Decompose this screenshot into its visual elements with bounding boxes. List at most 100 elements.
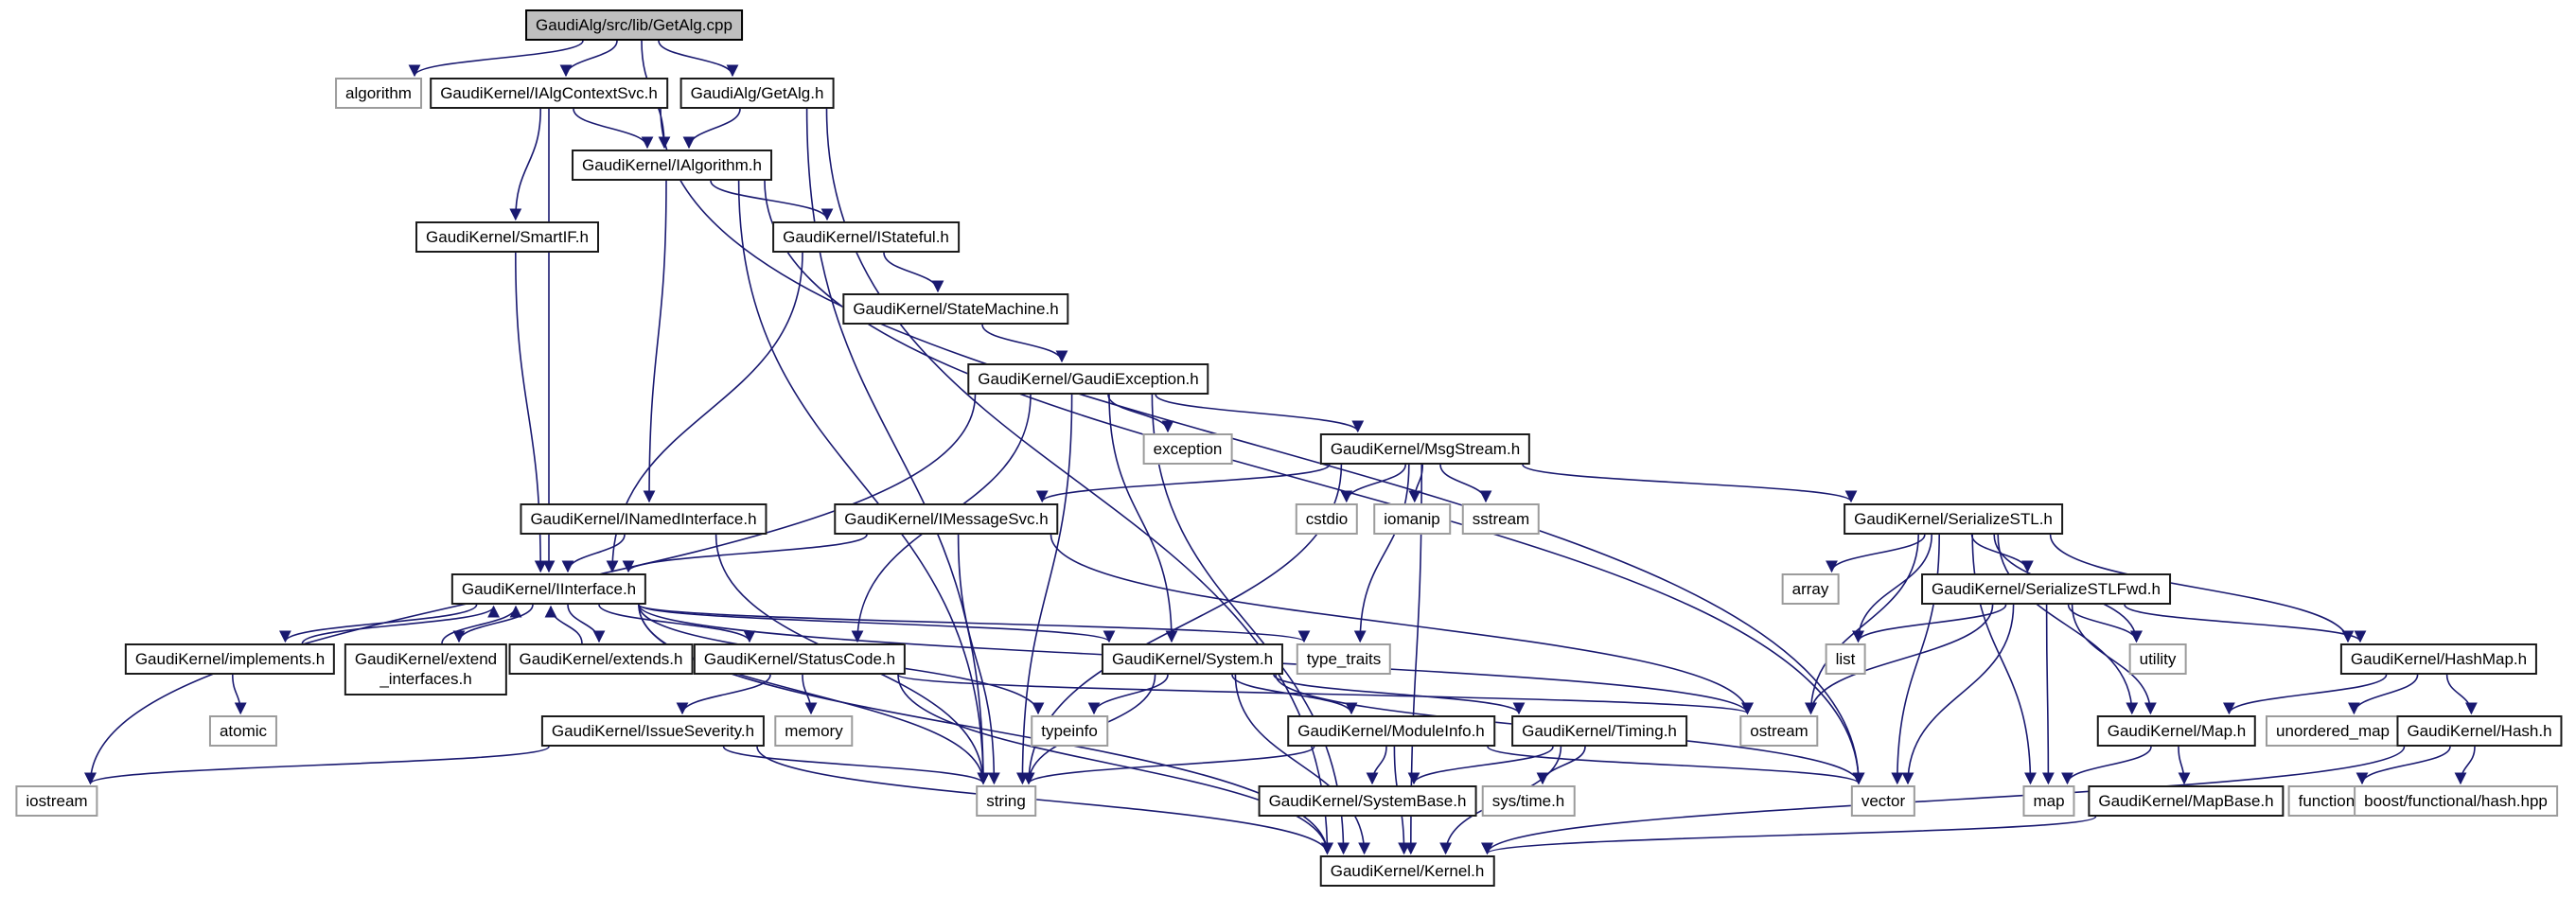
node-serializestl[interactable]: GaudiKernel/SerializeSTL.h bbox=[1844, 503, 2063, 536]
edge-iinterface-to-system bbox=[638, 604, 1116, 643]
edge-statemachine-to-gaudiexception bbox=[981, 324, 1068, 363]
node-utility: utility bbox=[2128, 643, 2187, 676]
edge-serializestlfwd-to-list bbox=[1852, 604, 2007, 643]
node-system[interactable]: GaudiKernel/System.h bbox=[1101, 643, 1284, 676]
edge-ialgorithm-to-istateful bbox=[710, 180, 834, 221]
node-imessagesvc[interactable]: GaudiKernel/IMessageSvc.h bbox=[834, 503, 1059, 536]
edge-issueseverity-to-iostream bbox=[84, 746, 550, 785]
node-istateful[interactable]: GaudiKernel/IStateful.h bbox=[772, 221, 960, 254]
edge-map_h-to-map_std bbox=[2061, 746, 2152, 785]
edge-map_h-to-mapbase bbox=[2178, 746, 2191, 785]
edge-imessagesvc-to-ostream bbox=[1050, 534, 1754, 715]
node-extends[interactable]: GaudiKernel/extends.h bbox=[508, 643, 694, 676]
edge-hashmap-to-unordered_map bbox=[2347, 674, 2419, 715]
node-issueseverity[interactable]: GaudiKernel/IssueSeverity.h bbox=[540, 715, 766, 748]
node-iostream: iostream bbox=[15, 785, 98, 818]
edge-hash-to-kernel bbox=[1481, 746, 2406, 855]
node-gaudiexception[interactable]: GaudiKernel/GaudiException.h bbox=[967, 363, 1209, 396]
edge-serializestlfwd-to-map_h bbox=[2071, 604, 2157, 715]
edge-iinterface-to-string bbox=[638, 604, 990, 785]
node-mapbase[interactable]: GaudiKernel/MapBase.h bbox=[2088, 785, 2285, 818]
node-timing[interactable]: GaudiKernel/Timing.h bbox=[1511, 715, 1687, 748]
node-typeinfo: typeinfo bbox=[1031, 715, 1108, 748]
edge-gaudiexception-to-msgstream bbox=[1155, 394, 1365, 433]
edge-gaudiexception-to-system bbox=[1108, 394, 1178, 643]
node-getalg_h[interactable]: GaudiAlg/GetAlg.h bbox=[679, 78, 835, 110]
node-atomic: atomic bbox=[208, 715, 278, 748]
edge-msgstream-to-cstdio bbox=[1340, 464, 1406, 503]
node-sys_time: sys/time.h bbox=[1481, 785, 1576, 818]
edge-moduleinfo-to-vector bbox=[1487, 746, 1865, 785]
node-type_traits: type_traits bbox=[1296, 643, 1392, 676]
edge-msgstream-to-sstream bbox=[1439, 464, 1492, 503]
node-cstdio: cstdio bbox=[1295, 503, 1359, 536]
edge-implements-to-atomic bbox=[232, 674, 247, 715]
node-statuscode[interactable]: GaudiKernel/StatusCode.h bbox=[693, 643, 907, 676]
node-unordered_map: unordered_map bbox=[2265, 715, 2401, 748]
edge-ialgcontextsvc-to-vector bbox=[660, 108, 1865, 785]
edge-msgstream-to-iomanip bbox=[1408, 464, 1423, 503]
node-ialgorithm[interactable]: GaudiKernel/IAlgorithm.h bbox=[572, 150, 772, 182]
edge-msgstream-to-imessagesvc bbox=[1035, 464, 1331, 503]
node-iinterface[interactable]: GaudiKernel/IInterface.h bbox=[450, 573, 647, 606]
edge-gaudiexception-to-exception bbox=[1107, 394, 1174, 433]
edge-getalg_h-to-ialgorithm bbox=[682, 108, 741, 150]
edge-imessagesvc-to-string bbox=[957, 534, 1000, 785]
edge-issueseverity-to-string bbox=[722, 746, 990, 785]
node-inamedinterface[interactable]: GaudiKernel/INamedInterface.h bbox=[520, 503, 768, 536]
node-statemachine[interactable]: GaudiKernel/StateMachine.h bbox=[842, 293, 1069, 326]
node-msgstream[interactable]: GaudiKernel/MsgStream.h bbox=[1319, 433, 1531, 466]
edge-statuscode-to-kernel bbox=[897, 674, 1333, 855]
edge-getalg_cpp-to-ialgcontextsvc bbox=[559, 40, 618, 78]
edge-serializestl-to-list bbox=[1852, 534, 1932, 643]
node-sstream: sstream bbox=[1461, 503, 1541, 536]
edge-moduleinfo-to-systembase bbox=[1366, 746, 1387, 785]
node-extend_interfaces[interactable]: GaudiKernel/extend _interfaces.h bbox=[344, 643, 508, 696]
edge-system-to-timing bbox=[1273, 674, 1526, 715]
node-serializestlfwd[interactable]: GaudiKernel/SerializeSTLFwd.h bbox=[1921, 573, 2171, 606]
edge-serializestl-to-map_h bbox=[1997, 534, 2139, 715]
node-memory: memory bbox=[774, 715, 854, 748]
edge-serializestlfwd-to-vector bbox=[1901, 604, 2015, 785]
node-systembase[interactable]: GaudiKernel/SystemBase.h bbox=[1258, 785, 1477, 818]
node-moduleinfo[interactable]: GaudiKernel/ModuleInfo.h bbox=[1287, 715, 1495, 748]
edge-timing-to-systembase bbox=[1407, 746, 1554, 785]
node-implements[interactable]: GaudiKernel/implements.h bbox=[124, 643, 336, 676]
edge-gaudiexception-to-string bbox=[1015, 394, 1073, 785]
edge-serializestlfwd-to-ostream bbox=[1805, 604, 1994, 715]
edge-extends-to-iinterface bbox=[544, 605, 583, 644]
edge-imessagesvc-to-iinterface bbox=[622, 534, 868, 573]
edge-hashmap-to-hash bbox=[2445, 674, 2478, 715]
edge-serializestl-to-hashmap bbox=[2049, 534, 2355, 643]
node-map_h[interactable]: GaudiKernel/Map.h bbox=[2096, 715, 2257, 748]
edge-getalg_cpp-to-getalg_h bbox=[658, 40, 739, 78]
node-hash[interactable]: GaudiKernel/Hash.h bbox=[2396, 715, 2563, 748]
edge-hash-to-boost_hash bbox=[2454, 746, 2476, 785]
edge-hashmap-to-map_h bbox=[2222, 674, 2388, 715]
edge-ialgorithm-to-vector bbox=[764, 180, 1865, 785]
node-exception: exception bbox=[1142, 433, 1233, 466]
edge-statuscode-to-ostream bbox=[897, 674, 1754, 715]
node-algorithm: algorithm bbox=[335, 78, 422, 110]
edge-gaudiexception-to-kernel bbox=[1151, 394, 1350, 855]
edge-msgstream-to-serializestl bbox=[1522, 464, 1858, 503]
edge-extend_interfaces-to-iinterface bbox=[441, 605, 522, 644]
edge-ialgcontextsvc-to-smartif bbox=[509, 108, 541, 221]
edge-istateful-to-statemachine bbox=[883, 252, 944, 293]
node-boost_hash: boost/functional/hash.hpp bbox=[2354, 785, 2558, 818]
edge-ialgorithm-to-inamedinterface bbox=[643, 180, 667, 503]
edge-serializestl-to-array bbox=[1826, 534, 1926, 573]
node-smartif[interactable]: GaudiKernel/SmartIF.h bbox=[415, 221, 599, 254]
edge-mapbase-to-kernel bbox=[1481, 816, 2097, 855]
node-string: string bbox=[976, 785, 1036, 818]
node-iomanip: iomanip bbox=[1373, 503, 1451, 536]
node-map_std: map bbox=[2022, 785, 2075, 818]
edge-statuscode-to-memory bbox=[802, 674, 818, 715]
node-ostream: ostream bbox=[1739, 715, 1819, 748]
node-ialgcontextsvc[interactable]: GaudiKernel/IAlgContextSvc.h bbox=[430, 78, 668, 110]
node-hashmap[interactable]: GaudiKernel/HashMap.h bbox=[2339, 643, 2538, 676]
edge-msgstream-to-type_traits bbox=[1353, 464, 1410, 643]
node-kernel[interactable]: GaudiKernel/Kernel.h bbox=[1319, 855, 1495, 888]
edge-serializestl-to-ostream bbox=[1805, 534, 1919, 715]
edge-iinterface-to-statuscode bbox=[598, 604, 756, 643]
